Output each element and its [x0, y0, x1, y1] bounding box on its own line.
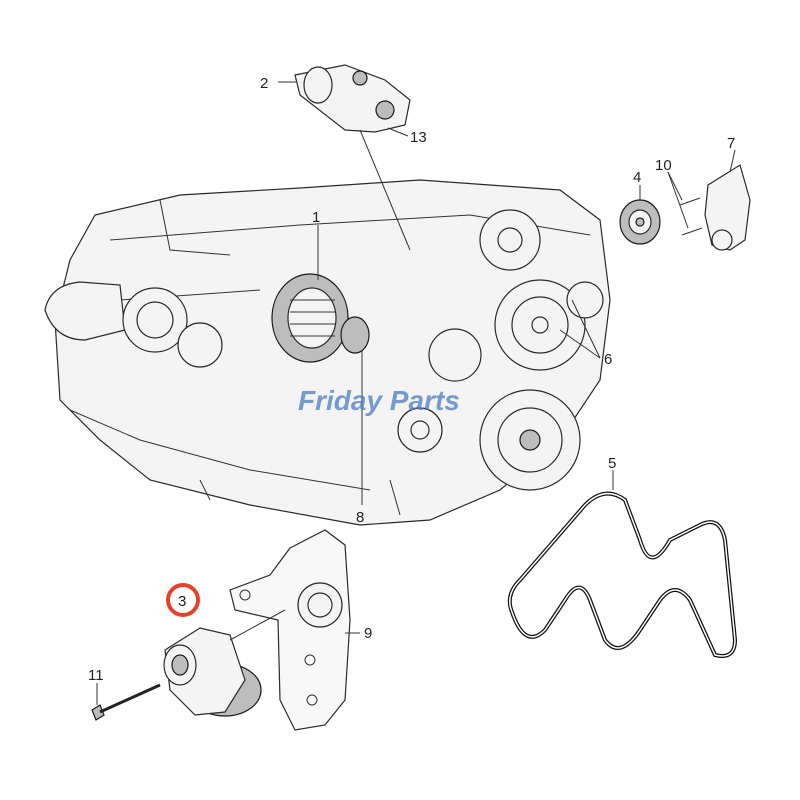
callout-labels: 1 2 4 5 6 7 8 9 10 11 13: [88, 75, 735, 684]
leader-lines: [96, 81, 736, 705]
callout-4: 4: [633, 169, 641, 186]
watermark-text: Friday Parts: [298, 385, 460, 416]
top-bracket-part: [294, 64, 411, 251]
callout-13: 13: [410, 129, 427, 146]
belt-tensioner-part: [163, 609, 286, 717]
alternator: [271, 273, 370, 363]
callout-8: 8: [356, 509, 364, 526]
callout-3: 3: [178, 593, 186, 610]
callout-6: 6: [604, 351, 612, 368]
accessory-pulleys: [397, 209, 604, 491]
mounting-plate-part: [229, 529, 351, 731]
callout-1: 1: [312, 209, 320, 226]
callout-11: 11: [88, 667, 104, 684]
tensioner-bracket-part: [679, 164, 751, 251]
idler-pulley-part: [619, 199, 661, 245]
highlighted-callout-3: 3: [166, 583, 200, 617]
serpentine-belt-part: [507, 491, 738, 658]
highlight-ring: [166, 583, 200, 617]
callout-2: 2: [260, 75, 268, 92]
engine-assembly: [44, 179, 611, 526]
callout-7: 7: [727, 135, 735, 152]
callout-5: 5: [608, 455, 616, 472]
callout-9: 9: [364, 625, 372, 642]
callout-10: 10: [655, 157, 672, 174]
bolt-part: [91, 683, 161, 721]
